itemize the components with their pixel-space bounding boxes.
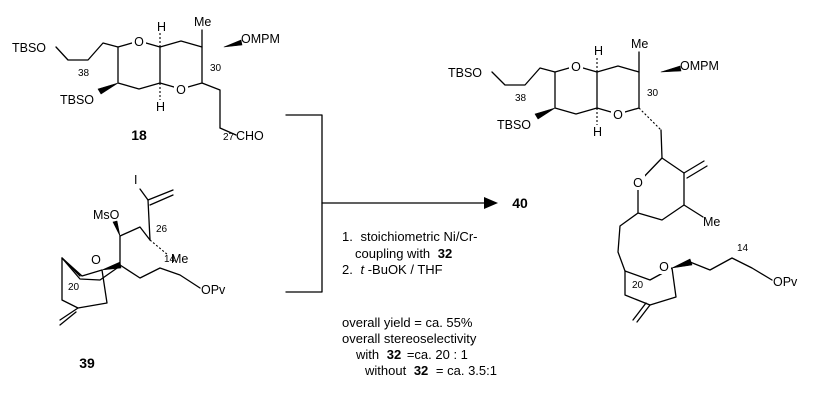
without-value: = ca. 3.5:1 [436, 363, 497, 378]
combine-bracket-icon [285, 114, 323, 293]
locant-20-39: 20 [68, 282, 80, 293]
step1-number: 1. [342, 229, 353, 244]
wedge-bond-side-39 [101, 261, 122, 271]
svg-text:H: H [157, 20, 166, 34]
with-value: =ca. 20 : 1 [407, 347, 468, 362]
step1-line2: coupling with [355, 246, 430, 261]
svg-text:H: H [593, 125, 602, 139]
locant-26-39: 26 [156, 224, 168, 235]
tbso-bottom-18: TBSO [60, 93, 94, 107]
tbso-top-18: TBSO [12, 41, 46, 55]
ompm-40: OMPM [680, 59, 719, 73]
locant-14-40: 14 [737, 243, 749, 254]
wedge-bond-tbso-40 [534, 107, 556, 120]
without-label: without [364, 363, 407, 378]
compound-18: O O H H TBSO TBSO Me OMPM CHO 38 30 27 1… [12, 15, 280, 143]
step2-italic: t [360, 262, 365, 277]
wedge-bond-ompm-40 [660, 65, 682, 73]
locant-30-18: 30 [210, 63, 222, 74]
me-39: Me [171, 252, 188, 266]
svg-text:O: O [176, 83, 186, 97]
compound-label-40: 40 [512, 195, 528, 211]
svg-text:without 32 = ca. 3: without 32 = ca. 3.5:1 [364, 363, 497, 378]
svg-text:O: O [571, 60, 581, 74]
step2-number: 2. [342, 262, 353, 277]
svg-text:H: H [156, 100, 165, 114]
without-ref: 32 [414, 363, 428, 378]
locant-38-18: 38 [78, 68, 90, 79]
locant-20-40: 20 [632, 280, 644, 291]
mso-39: MsO [93, 208, 120, 222]
svg-text:O: O [633, 176, 643, 190]
svg-text:1. stoichiometric Ni/Cr-: 1. stoichiometric Ni/Cr- [342, 229, 477, 244]
locant-27-18: 27 [223, 132, 235, 143]
cho-18: CHO [236, 129, 264, 143]
wedge-bond-tbso-18 [97, 82, 119, 95]
svg-text:O: O [134, 35, 144, 49]
tbso-top-40: TBSO [448, 66, 482, 80]
with-label: with [355, 347, 379, 362]
wedge-bond-ompm-18 [223, 39, 243, 48]
reaction-conditions: 1. stoichiometric Ni/Cr- coupling with 3… [342, 229, 497, 378]
svg-text:O: O [613, 108, 623, 122]
me-top-40: Me [631, 37, 648, 51]
wedge-bond-oms-39 [112, 220, 121, 237]
ompm-18: OMPM [241, 32, 280, 46]
overall-yield: overall yield = ca. 55% [342, 315, 473, 330]
compound-39: O MsO I Me OPv 26 20 14 39 [59, 173, 226, 371]
step2-text: -BuOK / THF [368, 262, 443, 277]
with-ref: 32 [387, 347, 401, 362]
svg-text:O: O [91, 253, 101, 267]
locant-38-40: 38 [515, 93, 527, 104]
stereo-title: overall stereoselectivity [342, 331, 477, 346]
wedge-bond-side-40 [671, 258, 693, 269]
me-18: Me [194, 15, 211, 29]
svg-text:with 32 =ca. 20 :: with 32 =ca. 20 : 1 [355, 347, 468, 362]
svg-text:O: O [659, 260, 669, 274]
iodo-39: I [134, 173, 137, 187]
tbso-bottom-40: TBSO [497, 118, 531, 132]
step1-text: stoichiometric Ni/Cr- [360, 229, 477, 244]
svg-text:2. t -BuOK / THF: 2. t -BuOK / THF [342, 262, 443, 277]
step1-ref: 32 [438, 246, 452, 261]
compound-40: O O O O H H TBSO TBSO Me Me OMPM OPv 38 … [448, 37, 798, 323]
svg-text:coupling with 32: coupling with 32 [355, 246, 452, 261]
reaction-arrow-icon [321, 197, 498, 209]
opv-40: OPv [773, 275, 798, 289]
locant-30-40: 30 [647, 88, 659, 99]
svg-text:H: H [594, 44, 603, 58]
locant-14-39: 14 [164, 254, 176, 265]
compound-label-18: 18 [131, 127, 147, 143]
me-mid-40: Me [703, 215, 720, 229]
compound-label-39: 39 [79, 355, 95, 371]
opv-39: OPv [201, 283, 226, 297]
